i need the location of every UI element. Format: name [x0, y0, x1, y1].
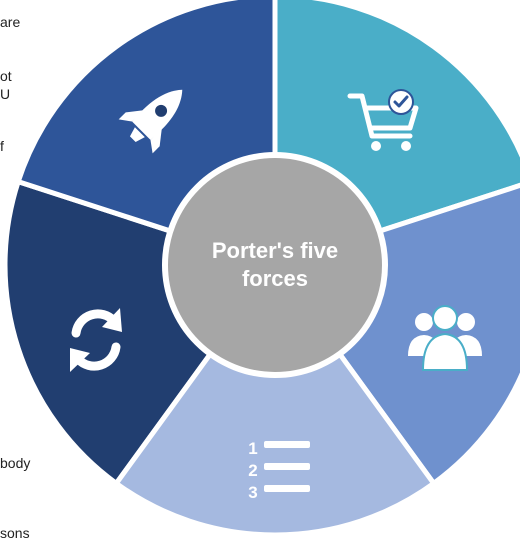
svg-text:3: 3: [248, 483, 257, 502]
background-text-fragment: ot: [0, 68, 12, 84]
segment-substitutes: [113, 262, 437, 538]
center-title: Porter's five forces: [170, 225, 380, 305]
numbered-list-icon: 1 2 3: [248, 439, 310, 502]
shopping-cart-check-icon: [347, 89, 419, 151]
center-title-line-2: forces: [241, 266, 309, 291]
center-title-line-1: Porter's five: [211, 238, 339, 263]
background-text-fragment: sons: [0, 525, 30, 541]
background-text-fragment: f: [0, 138, 4, 154]
svg-text:1: 1: [248, 439, 257, 458]
svg-text:2: 2: [248, 461, 257, 480]
background-text-fragment: body: [0, 455, 31, 471]
rocket-icon: [118, 89, 183, 154]
background-text-fragment: are: [0, 14, 21, 30]
background-text-fragment: U: [0, 86, 11, 102]
user-group-icon: [408, 305, 482, 371]
center-circle: [162, 152, 388, 378]
sync-arrows-icon: [70, 308, 122, 372]
